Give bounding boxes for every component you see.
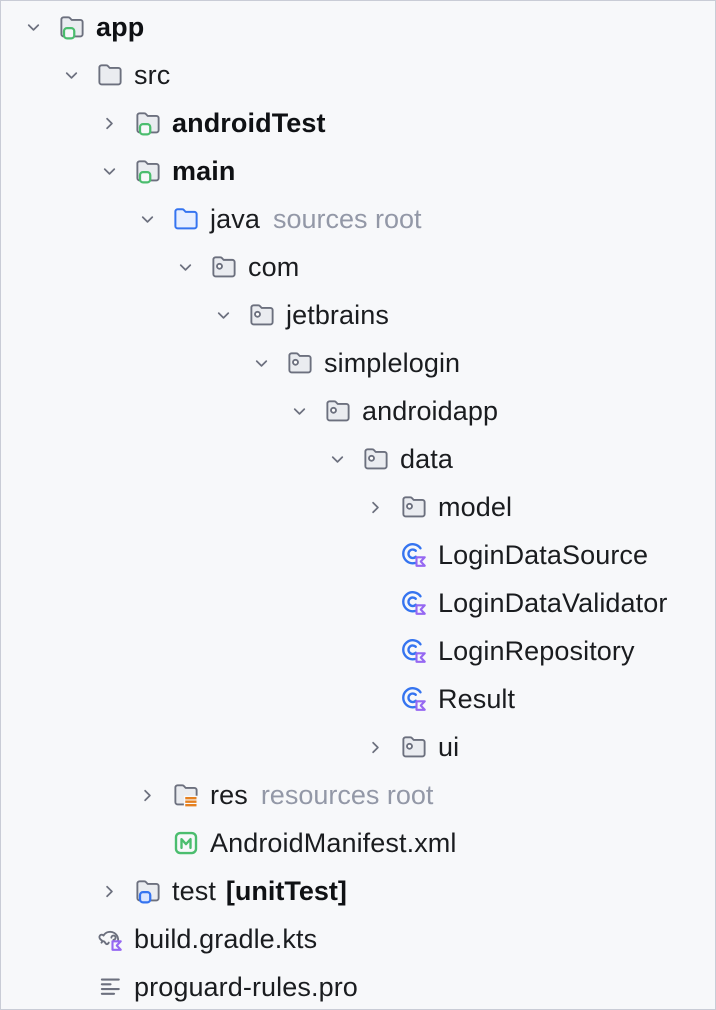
- chevron-spacer: [361, 579, 389, 627]
- tree-row[interactable]: androidTest: [1, 99, 715, 147]
- chevron-down-icon[interactable]: [133, 195, 161, 243]
- tree-item-annotation: resources root: [260, 779, 434, 810]
- chevron-down-icon[interactable]: [19, 3, 47, 51]
- tree-item-label: test: [172, 875, 216, 906]
- tree-item-label: AndroidManifest.xml: [210, 827, 457, 858]
- tree-item-label: proguard-rules.pro: [134, 971, 358, 1002]
- chevron-spacer: [361, 531, 389, 579]
- tree-item-annotation: sources root: [272, 203, 422, 234]
- tree-row[interactable]: LoginDataSource: [1, 531, 715, 579]
- tree-item-suffix: [unitTest]: [225, 875, 347, 906]
- tree-row[interactable]: app: [1, 3, 715, 51]
- tree-row[interactable]: AndroidManifest.xml: [1, 819, 715, 867]
- chevron-down-icon[interactable]: [171, 243, 199, 291]
- tree-item-label: jetbrains: [286, 299, 389, 330]
- gradle-kotlin-icon: [95, 924, 125, 954]
- tree-item-label: java: [210, 203, 260, 234]
- tree-item-label: build.gradle.kts: [134, 923, 318, 954]
- module-folder-icon: [133, 108, 163, 138]
- package-icon: [399, 732, 429, 762]
- chevron-right-icon[interactable]: [95, 99, 123, 147]
- tree-item-label: data: [400, 443, 453, 474]
- tree-item-label: ui: [438, 731, 460, 762]
- text-file-icon: [95, 972, 125, 1002]
- tree-item-label: simplelogin: [324, 347, 461, 378]
- chevron-spacer: [133, 819, 161, 867]
- tree-item-label: LoginDataSource: [438, 539, 649, 570]
- tree-item-label: Result: [438, 683, 516, 714]
- tree-row[interactable]: data: [1, 435, 715, 483]
- tree-item-label: LoginDataValidator: [438, 587, 668, 618]
- sources-root-folder-icon: [171, 204, 201, 234]
- chevron-down-icon[interactable]: [247, 339, 275, 387]
- kotlin-class-icon: [399, 540, 429, 570]
- chevron-right-icon[interactable]: [133, 771, 161, 819]
- tree-row[interactable]: res resources root: [1, 771, 715, 819]
- package-icon: [399, 492, 429, 522]
- tree-row[interactable]: jetbrains: [1, 291, 715, 339]
- folder-icon: [95, 60, 125, 90]
- kotlin-class-icon: [399, 684, 429, 714]
- chevron-right-icon[interactable]: [95, 867, 123, 915]
- tree-row[interactable]: main: [1, 147, 715, 195]
- tree-row[interactable]: java sources root: [1, 195, 715, 243]
- tree-row[interactable]: LoginRepository: [1, 627, 715, 675]
- package-icon: [323, 396, 353, 426]
- chevron-spacer: [57, 963, 85, 1009]
- tree-row[interactable]: build.gradle.kts: [1, 915, 715, 963]
- tree-item-label: com: [248, 251, 300, 282]
- tree-item-label: main: [172, 155, 236, 186]
- package-icon: [285, 348, 315, 378]
- chevron-right-icon[interactable]: [361, 483, 389, 531]
- chevron-down-icon[interactable]: [57, 51, 85, 99]
- tree-item-label: res: [210, 779, 248, 810]
- module-folder-icon: [133, 156, 163, 186]
- chevron-down-icon[interactable]: [209, 291, 237, 339]
- manifest-icon: [171, 828, 201, 858]
- tree-row[interactable]: LoginDataValidator: [1, 579, 715, 627]
- tree-item-label: androidapp: [362, 395, 499, 426]
- package-icon: [209, 252, 239, 282]
- chevron-down-icon[interactable]: [95, 147, 123, 195]
- chevron-spacer: [361, 675, 389, 723]
- tree-row[interactable]: simplelogin: [1, 339, 715, 387]
- tree-item-label: app: [96, 11, 145, 42]
- package-icon: [361, 444, 391, 474]
- chevron-spacer: [361, 627, 389, 675]
- resources-root-folder-icon: [171, 780, 201, 810]
- chevron-spacer: [57, 915, 85, 963]
- chevron-right-icon[interactable]: [361, 723, 389, 771]
- module-folder-icon: [57, 12, 87, 42]
- tree-row[interactable]: ui: [1, 723, 715, 771]
- tree-item-label: model: [438, 491, 513, 522]
- package-icon: [247, 300, 277, 330]
- tree-row[interactable]: model: [1, 483, 715, 531]
- tree-item-label: LoginRepository: [438, 635, 635, 666]
- tree-row[interactable]: src: [1, 51, 715, 99]
- tree-item-label: src: [134, 59, 171, 90]
- kotlin-class-icon: [399, 636, 429, 666]
- tree-row[interactable]: proguard-rules.pro: [1, 963, 715, 1009]
- kotlin-class-icon: [399, 588, 429, 618]
- test-folder-icon: [133, 876, 163, 906]
- tree-row[interactable]: com: [1, 243, 715, 291]
- tree-item-label: androidTest: [172, 107, 326, 138]
- tree-row[interactable]: Result: [1, 675, 715, 723]
- chevron-down-icon[interactable]: [285, 387, 313, 435]
- tree-row[interactable]: test [unitTest]: [1, 867, 715, 915]
- tree-row[interactable]: androidapp: [1, 387, 715, 435]
- chevron-down-icon[interactable]: [323, 435, 351, 483]
